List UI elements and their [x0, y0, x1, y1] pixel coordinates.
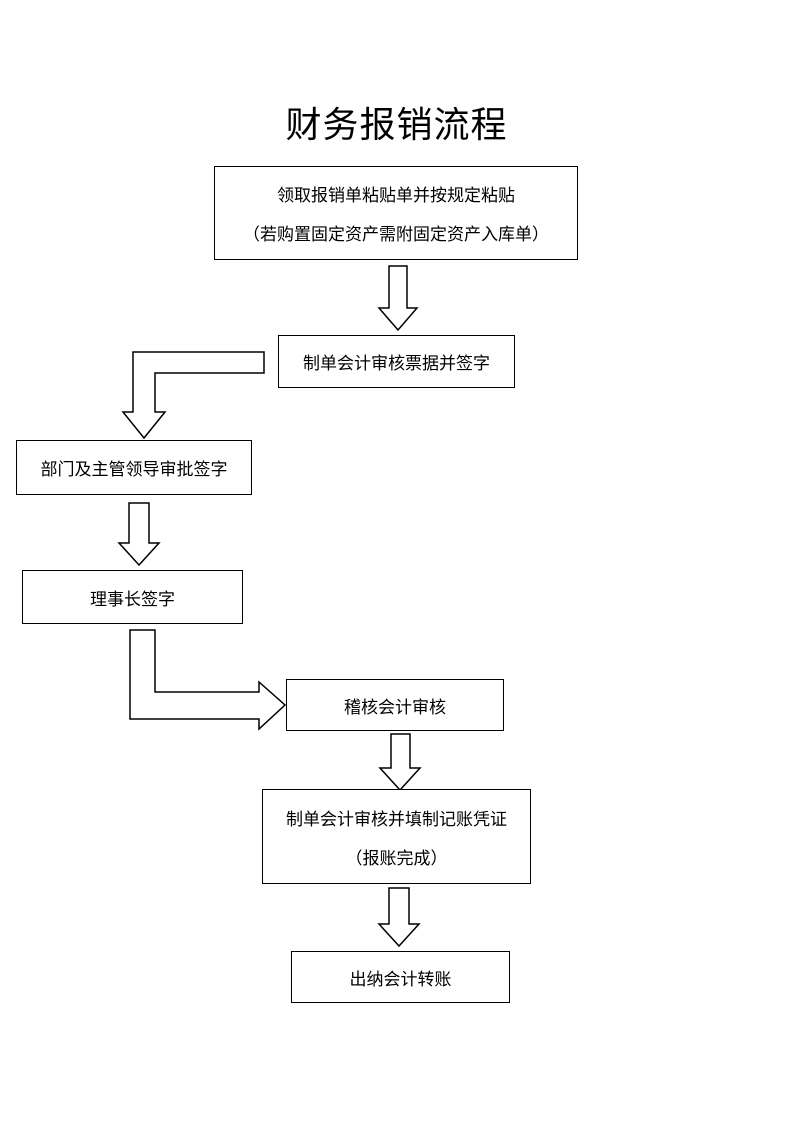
- arrow-down-5: [378, 733, 422, 792]
- step-box-chairman-signature: 理事长签字: [22, 570, 243, 624]
- arrow-down-1: [377, 265, 419, 332]
- step-box-cashier-transfer: 出纳会计转账: [291, 951, 510, 1003]
- step-note: （若购置固定资产需附固定资产入库单）: [243, 225, 549, 245]
- step-text: 出纳会计转账: [349, 969, 452, 990]
- page-title: 财务报销流程: [285, 105, 508, 146]
- step-text: 部门及主管领导审批签字: [40, 460, 228, 480]
- step-text: 制单会计审核并填制记账凭证: [286, 809, 507, 830]
- step-box-voucher-preparation: 制单会计审核并填制记账凭证 （报账完成）: [262, 789, 531, 884]
- step-box-invoice-review: 制单会计审核票据并签字: [278, 335, 515, 388]
- arrow-down-6: [377, 887, 421, 948]
- step-text: 制单会计审核票据并签字: [303, 354, 490, 374]
- arrow-elbow-4: [129, 629, 287, 731]
- step-box-collect-form: 领取报销单粘贴单并按规定粘贴 （若购置固定资产需附固定资产入库单）: [214, 166, 578, 260]
- step-text: 稽核会计审核: [344, 697, 446, 718]
- step-note: （报账完成）: [345, 848, 448, 869]
- step-box-audit-review: 稽核会计审核: [286, 679, 504, 731]
- step-text: 理事长签字: [90, 589, 175, 610]
- step-text: 领取报销单粘贴单并按规定粘贴: [277, 186, 515, 206]
- arrow-elbow-2: [121, 351, 265, 440]
- arrow-down-3: [117, 502, 161, 567]
- step-box-department-approval: 部门及主管领导审批签字: [16, 440, 252, 495]
